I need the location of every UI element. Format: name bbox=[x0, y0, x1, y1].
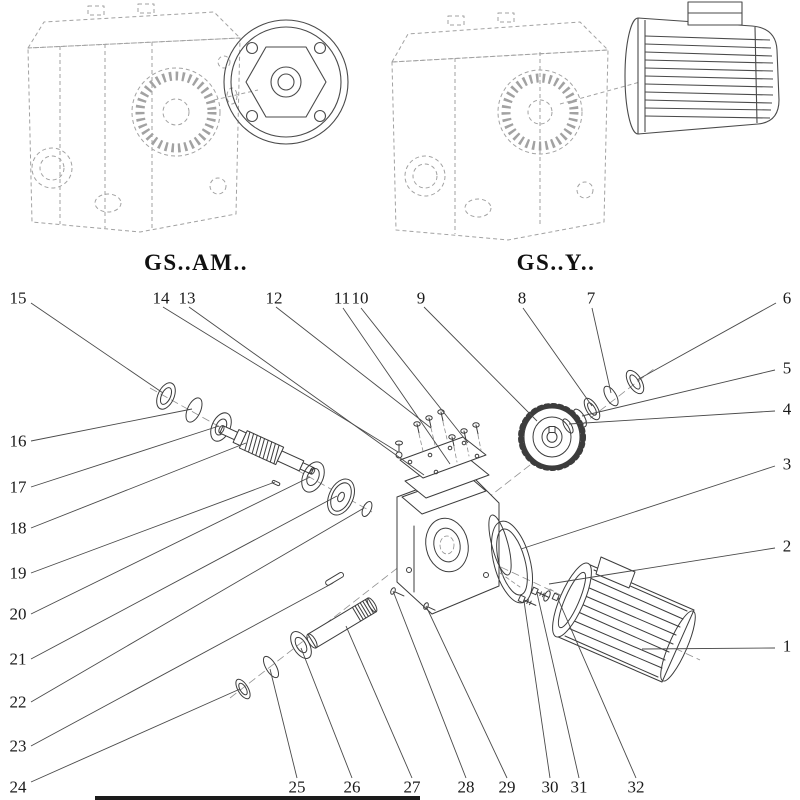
figure-gs-y-motor bbox=[624, 1, 780, 135]
leader-line-7 bbox=[591, 307, 612, 394]
leader-line-16 bbox=[30, 408, 193, 442]
part-bearing-17 bbox=[210, 412, 232, 442]
leader-line-30 bbox=[523, 600, 551, 779]
leader-line-25 bbox=[269, 668, 298, 779]
part-circlip-16 bbox=[185, 397, 203, 423]
leader-line-18 bbox=[30, 442, 247, 529]
part-washer-disc-21 bbox=[327, 478, 355, 516]
leader-line-21 bbox=[30, 495, 338, 660]
leader-line-2 bbox=[548, 547, 776, 585]
part-cover-plate-13 bbox=[399, 436, 487, 479]
leader-line-23 bbox=[30, 582, 334, 747]
leader-line-1 bbox=[641, 647, 776, 650]
cropped-bottom-artifact bbox=[95, 796, 420, 800]
callout-4: 4 bbox=[782, 399, 792, 419]
callout-20: 20 bbox=[9, 604, 27, 624]
figure-gs-y-drawing bbox=[391, 12, 641, 241]
leader-line-22 bbox=[30, 507, 365, 703]
part-circlip-7 bbox=[603, 385, 619, 407]
exploded-view bbox=[30, 302, 777, 783]
leader-line-17 bbox=[30, 425, 220, 488]
part-output-shaft-27 bbox=[306, 597, 378, 649]
callout-23: 23 bbox=[9, 736, 27, 756]
part-key-23 bbox=[325, 571, 345, 586]
leader-line-26 bbox=[300, 647, 353, 779]
callout-24: 24 bbox=[9, 777, 27, 797]
part-circlip-25 bbox=[262, 655, 280, 679]
callout-18: 18 bbox=[9, 518, 27, 538]
leader-line-11 bbox=[342, 307, 451, 465]
leader-line-27 bbox=[345, 625, 413, 779]
callout-29: 29 bbox=[498, 777, 516, 797]
figure-label-gs-y: GS..Y.. bbox=[516, 250, 596, 275]
callout-25: 25 bbox=[288, 777, 306, 797]
callout-30: 30 bbox=[541, 777, 559, 797]
callout-7: 7 bbox=[586, 288, 596, 308]
callout-32: 32 bbox=[627, 777, 645, 797]
callout-1: 1 bbox=[782, 636, 792, 656]
leader-line-12 bbox=[275, 306, 432, 429]
callout-16: 16 bbox=[9, 431, 27, 451]
part-motor-1 bbox=[552, 556, 696, 683]
part-screw-28 bbox=[390, 587, 405, 597]
figure-gs-am-flange bbox=[223, 19, 349, 145]
part-oil-seal-15 bbox=[156, 382, 176, 410]
callout-27: 27 bbox=[403, 777, 421, 797]
leader-line-29 bbox=[425, 605, 508, 779]
leader-line-9 bbox=[423, 306, 538, 422]
leader-line-20 bbox=[30, 476, 311, 615]
part-screws-12 bbox=[413, 409, 448, 452]
part-screw-29 bbox=[423, 602, 436, 611]
callout-3: 3 bbox=[782, 454, 792, 474]
part-shim-22 bbox=[361, 501, 373, 517]
callout-5: 5 bbox=[782, 358, 792, 378]
callout-13: 13 bbox=[178, 288, 196, 308]
callout-19: 19 bbox=[9, 563, 27, 583]
callout-26: 26 bbox=[343, 777, 361, 797]
leader-line-13 bbox=[188, 306, 425, 476]
part-pin-19 bbox=[271, 479, 281, 487]
part-gear-wheel-9 bbox=[518, 403, 586, 471]
leader-line-5 bbox=[581, 369, 776, 417]
leader-line-24 bbox=[30, 688, 241, 783]
callout-21: 21 bbox=[9, 649, 27, 669]
leader-line-10 bbox=[360, 307, 469, 444]
leader-lines bbox=[30, 302, 777, 783]
callout-9: 9 bbox=[416, 288, 426, 308]
callout-2: 2 bbox=[782, 536, 792, 556]
figure-gs-am-drawing bbox=[27, 3, 259, 233]
leader-line-19 bbox=[30, 481, 276, 574]
callout-10: 10 bbox=[351, 288, 369, 308]
part-oil-seal-6 bbox=[625, 369, 645, 395]
part-bearing-20 bbox=[301, 461, 325, 493]
leader-line-28 bbox=[392, 590, 467, 779]
leader-line-4 bbox=[568, 410, 776, 425]
callout-17: 17 bbox=[9, 477, 27, 497]
leader-line-14 bbox=[162, 306, 399, 453]
callout-28: 28 bbox=[457, 777, 475, 797]
part-worm-shaft-18 bbox=[218, 425, 316, 475]
callout-11: 11 bbox=[333, 288, 351, 308]
part-ring-8 bbox=[583, 397, 601, 421]
leader-line-6 bbox=[636, 302, 777, 381]
callout-12: 12 bbox=[265, 288, 283, 308]
callout-8: 8 bbox=[517, 288, 527, 308]
leader-line-3 bbox=[520, 465, 776, 550]
leader-line-31 bbox=[536, 592, 580, 779]
part-housing bbox=[396, 470, 512, 615]
figure-label-gs-am: GS..AM.. bbox=[144, 250, 248, 275]
callout-15: 15 bbox=[9, 288, 27, 308]
leader-line-8 bbox=[522, 307, 593, 407]
callout-22: 22 bbox=[9, 692, 27, 712]
callout-31: 31 bbox=[570, 777, 588, 797]
part-washer-24 bbox=[235, 678, 251, 700]
leader-line-32 bbox=[557, 598, 637, 779]
callout-6: 6 bbox=[782, 288, 792, 308]
callout-14: 14 bbox=[152, 288, 170, 308]
leader-line-15 bbox=[30, 302, 164, 394]
part-screws-10 bbox=[448, 422, 482, 463]
